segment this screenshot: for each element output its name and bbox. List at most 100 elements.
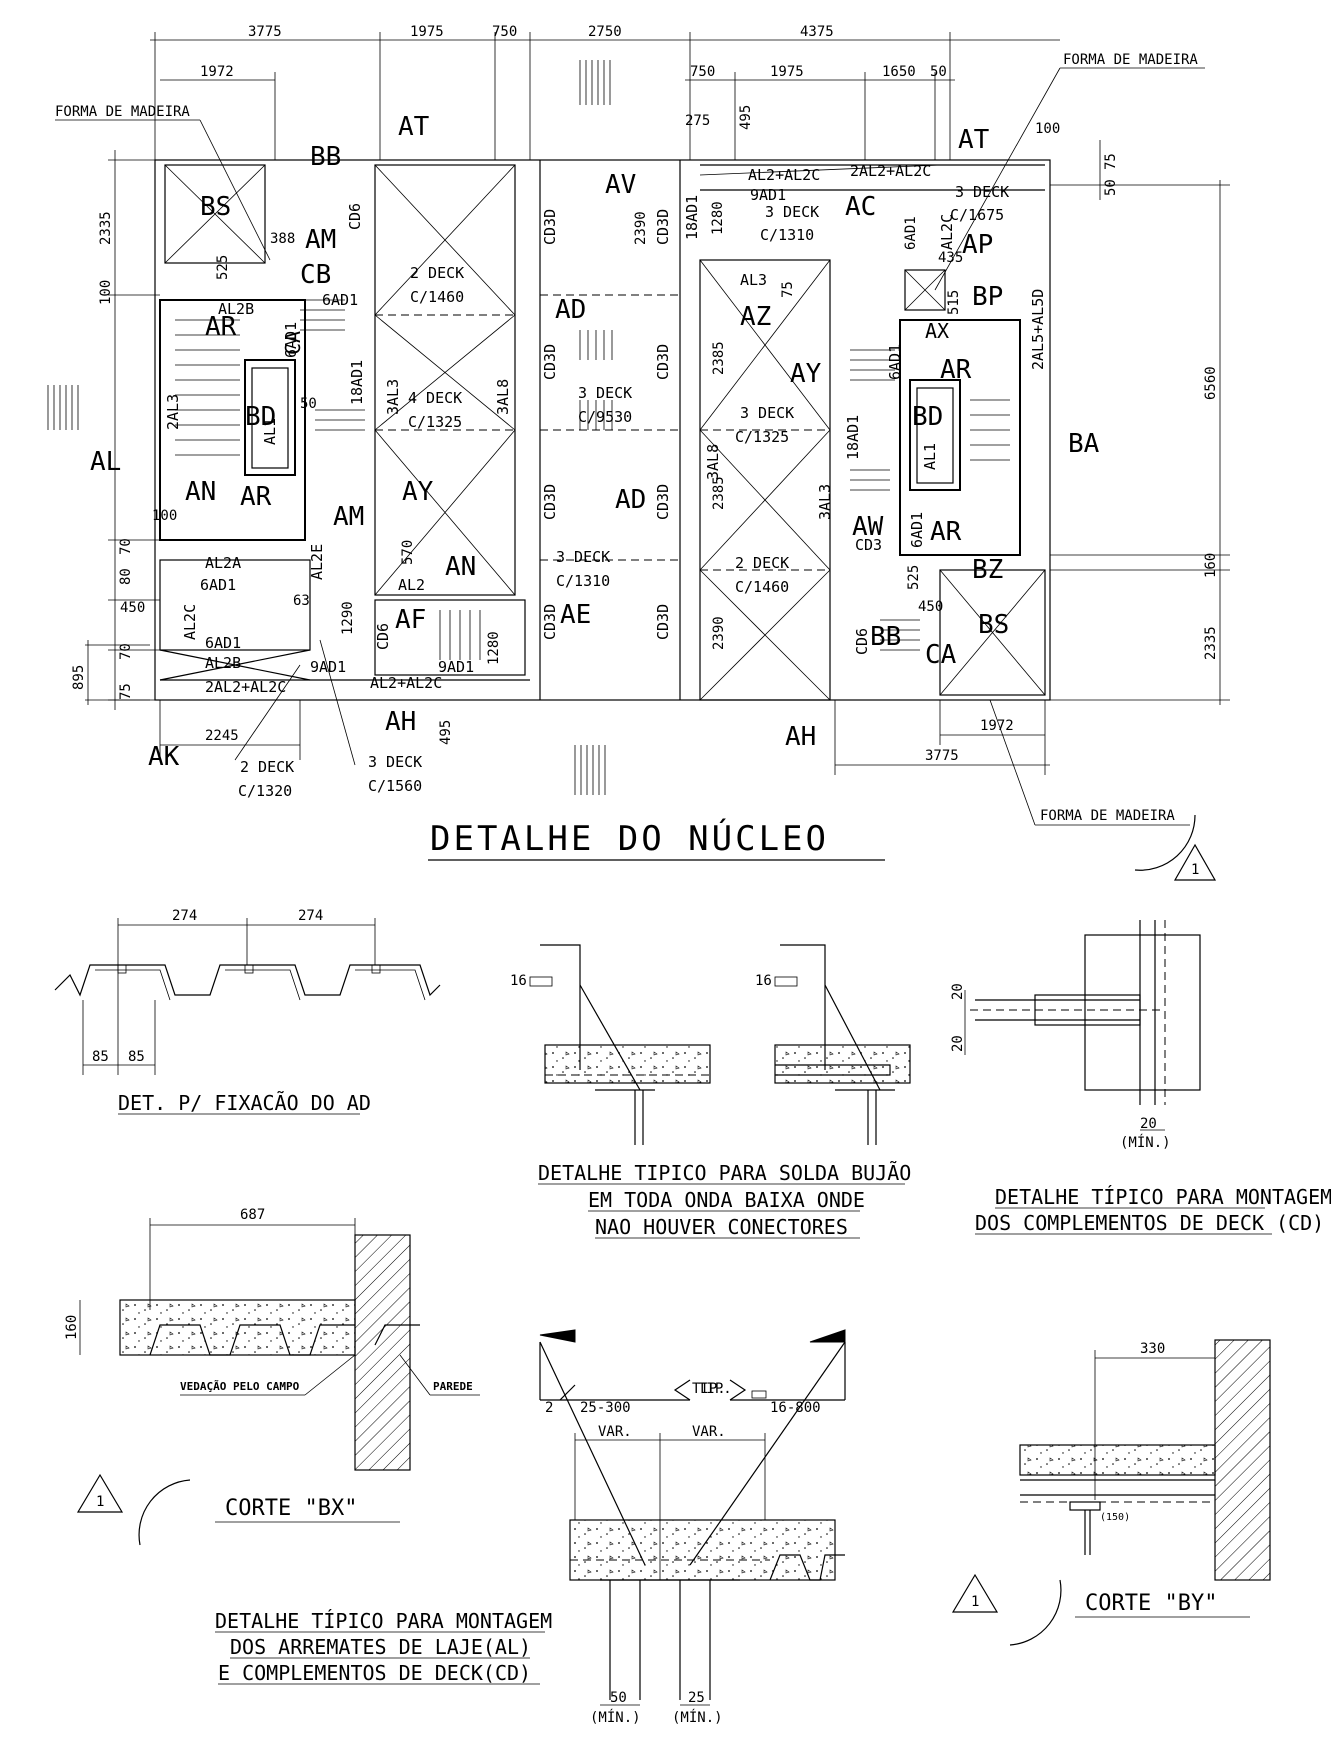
section-mark: AK [148,742,180,772]
deck-label: C/1560 [368,777,422,795]
fix-dim-85a: 85 [92,1049,109,1065]
section-mark: AN [185,477,216,507]
bx-dim-687: 687 [240,1207,265,1223]
dim-top2-left: 1972 [200,64,234,80]
deck-label: C/1325 [735,428,789,446]
member-label: 3AL3 [816,484,834,520]
member-label: 3AL3 [384,379,402,415]
member-label: 2AL3 [164,394,182,430]
misc-dim: 2385 [711,341,727,375]
member-label: 6AD1 [322,291,358,309]
section-mark: AT [958,125,990,155]
member-label: AL2+AL2C [370,674,442,692]
deck-label: C/1320 [238,782,292,800]
section-mark: AL [90,447,121,477]
forma-label-left: FORMA DE MADEIRA [55,104,190,120]
left-core [159,164,530,681]
misc-dim: 1280 [710,201,726,235]
left-dimension-chain: 2335 100 895 70 80 70 75 100 450 [71,150,177,710]
detail-marker-triangle [1173,843,1217,881]
side-marks [47,60,611,795]
dim-left-895: 895 [71,665,87,690]
member-labels: CD6 6AD1 18AD1 3AL3 3AL8 AL2B 6AD1 AL1 2… [164,162,1047,696]
member-label: CD6 [346,203,364,230]
dim-right-75: 75 [1103,153,1119,170]
dim-bottom-3775: 3775 [925,748,959,764]
dim-top-2: 1975 [410,24,444,40]
dim-right-50: 50 [1103,179,1119,196]
dim-left-80: 80 [118,568,134,585]
section-mark: AR [205,312,237,342]
member-label: AL3 [740,271,767,289]
by-title: CORTE "BY" [1085,1591,1217,1616]
member-label: 2AL2+AL2C [205,678,286,696]
deck-label: 2 DECK [735,554,789,572]
member-label: CD3D [654,604,672,640]
member-label: AL1 [921,443,939,470]
solda-title-2: EM TODA ONDA BAIXA ONDE [588,1188,865,1212]
section-mark: BZ [972,555,1003,585]
member-label: 6AD1 [282,322,300,358]
member-label: 18AD1 [683,195,701,240]
al-tip-left: TIP. [692,1381,726,1397]
deck-label: 4 DECK [408,389,462,407]
deck-label: C/1460 [735,578,789,596]
section-mark: BB [870,622,901,652]
member-label: CD3D [541,604,559,640]
misc-dim: 50 [300,396,317,412]
section-mark: BS [200,192,231,222]
al-tip-right: TIP. [698,1381,732,1397]
al-min-label-right: (MÍN.) [672,1709,723,1726]
misc-dim: 570 [400,540,416,565]
section-mark: BP [972,282,1003,312]
dim-top2-r1: 750 [690,64,715,80]
section-mark: AR [240,482,272,512]
det-cd: 20 20 20 (MÍN.) DETALHE TÍPICO PARA MONT… [950,920,1331,1235]
right-core [699,164,1046,701]
misc-dim: 2385 [711,476,727,510]
dim-top-1: 3775 [248,24,282,40]
section-mark: AD [555,295,586,325]
member-label: CD3D [541,344,559,380]
al-weld-left-spec: 25-300 [580,1400,631,1416]
section-mark: AM [305,225,336,255]
deck-label: C/1310 [760,226,814,244]
deck-label: C/1460 [410,288,464,306]
dim-right-100: 100 [1035,121,1060,137]
solda-dim-16b: 16 [755,973,772,989]
member-label: CD3D [654,209,672,245]
al-var-right: VAR. [692,1424,726,1440]
cd-min: (MÍN.) [1120,1134,1171,1151]
section-mark: CA [281,331,305,355]
deck-label: 2 DECK [410,264,464,282]
dim-left-70b: 70 [118,643,134,660]
misc-dim: 1280 [486,631,502,665]
member-label: 18AD1 [348,360,366,405]
bx-title: CORTE "BX" [225,1496,357,1521]
section-mark: BD [245,402,276,432]
dim-left-70a: 70 [118,538,134,555]
bottom-dimension-chain: 2245 1972 3775 495 [159,700,1050,775]
misc-dim: 6AD1 [903,216,919,250]
misc-dim: 515 [946,290,962,315]
section-mark: AT [398,112,430,142]
misc-dim: 2390 [633,211,649,245]
misc-dim: 63 [293,593,310,609]
deck-label: 3 DECK [955,183,1009,201]
dim-top-4: 2750 [588,24,622,40]
deck-label: 3 DECK [556,548,610,566]
member-label: AL1 [261,418,279,445]
by-dim-330: 330 [1140,1341,1165,1357]
corte-by: 330 (150) CORTE "BY" 1 [951,1339,1271,1646]
cd-title-1: DETALHE TÍPICO PARA MONTAGEM [995,1185,1331,1209]
al-var-left: VAR. [598,1424,632,1440]
member-label: AL2C [181,604,199,640]
al-min-label-left: (MÍN.) [590,1709,641,1726]
cd-dim-20c: 20 [1140,1116,1157,1132]
dim-left-450: 450 [120,600,145,616]
deck-label: 3 DECK [368,753,422,771]
cd-title-2: DOS COMPLEMENTOS DE DECK (CD) [975,1211,1324,1235]
section-mark: BD [912,402,943,432]
member-label: AL2A [205,554,241,572]
deck-label: 2 DECK [240,758,294,776]
